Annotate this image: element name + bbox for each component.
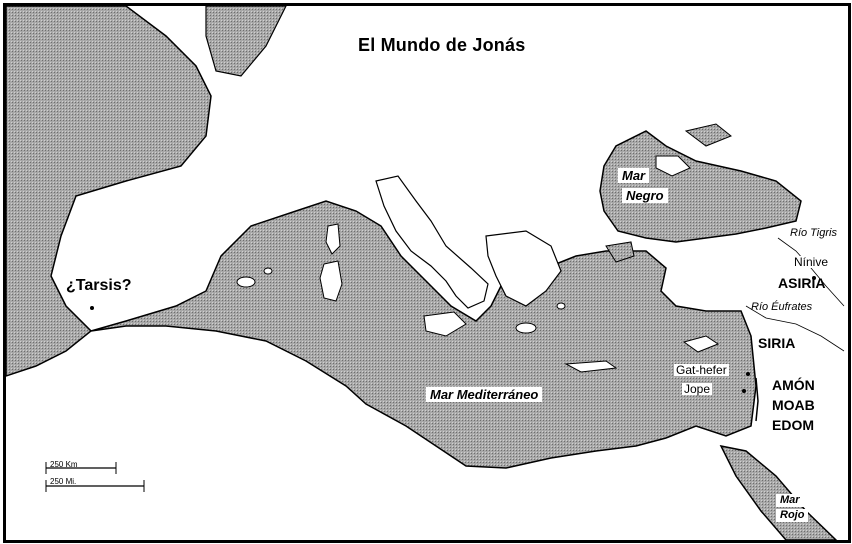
amon-label: AMÓN	[772, 377, 815, 393]
tigris-river	[777, 237, 845, 307]
sicily	[423, 311, 467, 337]
atlantic-ocean	[6, 6, 212, 377]
euphrates-river	[745, 305, 845, 352]
crete	[564, 360, 618, 373]
tigris-label: Río Tigris	[790, 227, 837, 239]
map-frame: El Mundo de Jonás Mar Negro Mar Mediterr…	[3, 3, 851, 543]
asiria-label: ASIRIA	[778, 275, 826, 291]
island	[556, 302, 566, 310]
scale-mi-label: 250 Mi.	[50, 477, 77, 486]
italy-land	[375, 175, 489, 309]
map-canvas	[6, 6, 845, 540]
siria-label: SIRIA	[758, 335, 796, 351]
black-sea-label-line2: Negro	[622, 188, 668, 203]
red-sea-label-line1: Mar	[776, 494, 804, 507]
balkans-land	[485, 230, 562, 307]
bosporus	[605, 241, 635, 263]
red-sea-label-line2: Rojo	[776, 509, 809, 522]
island	[263, 267, 273, 275]
cyprus	[682, 335, 720, 353]
mediterranean-label: Mar Mediterráneo	[426, 387, 543, 402]
jope-label: Jope	[682, 382, 713, 396]
jope-marker	[742, 389, 746, 393]
red-sea	[719, 444, 838, 540]
euphrates-label: Río Éufrates	[751, 301, 813, 313]
gat-hefer-label: Gat-hefer	[674, 363, 729, 377]
north-sea	[205, 6, 287, 77]
island	[236, 276, 256, 288]
black-sea	[599, 130, 802, 243]
crimea	[655, 155, 691, 177]
map-title: El Mundo de Jonás	[358, 35, 526, 55]
sardinia	[319, 260, 343, 302]
edom-label: EDOM	[772, 417, 814, 433]
ninive-label: Nínive	[792, 255, 831, 269]
azov-sea	[684, 123, 732, 147]
mediterranean-sea	[90, 200, 757, 469]
gat-hefer-marker	[746, 372, 750, 376]
scale-bar	[45, 462, 145, 492]
scale-km-label: 250 Km	[50, 460, 78, 469]
tarsis-label: ¿Tarsis?	[66, 277, 132, 294]
tarsis-marker	[90, 306, 94, 310]
black-sea-label-line1: Mar	[618, 168, 650, 183]
island	[515, 322, 537, 334]
corsica	[325, 223, 341, 255]
jordan-line	[755, 377, 759, 422]
ninive-marker	[812, 276, 816, 280]
moab-label: MOAB	[772, 397, 815, 413]
